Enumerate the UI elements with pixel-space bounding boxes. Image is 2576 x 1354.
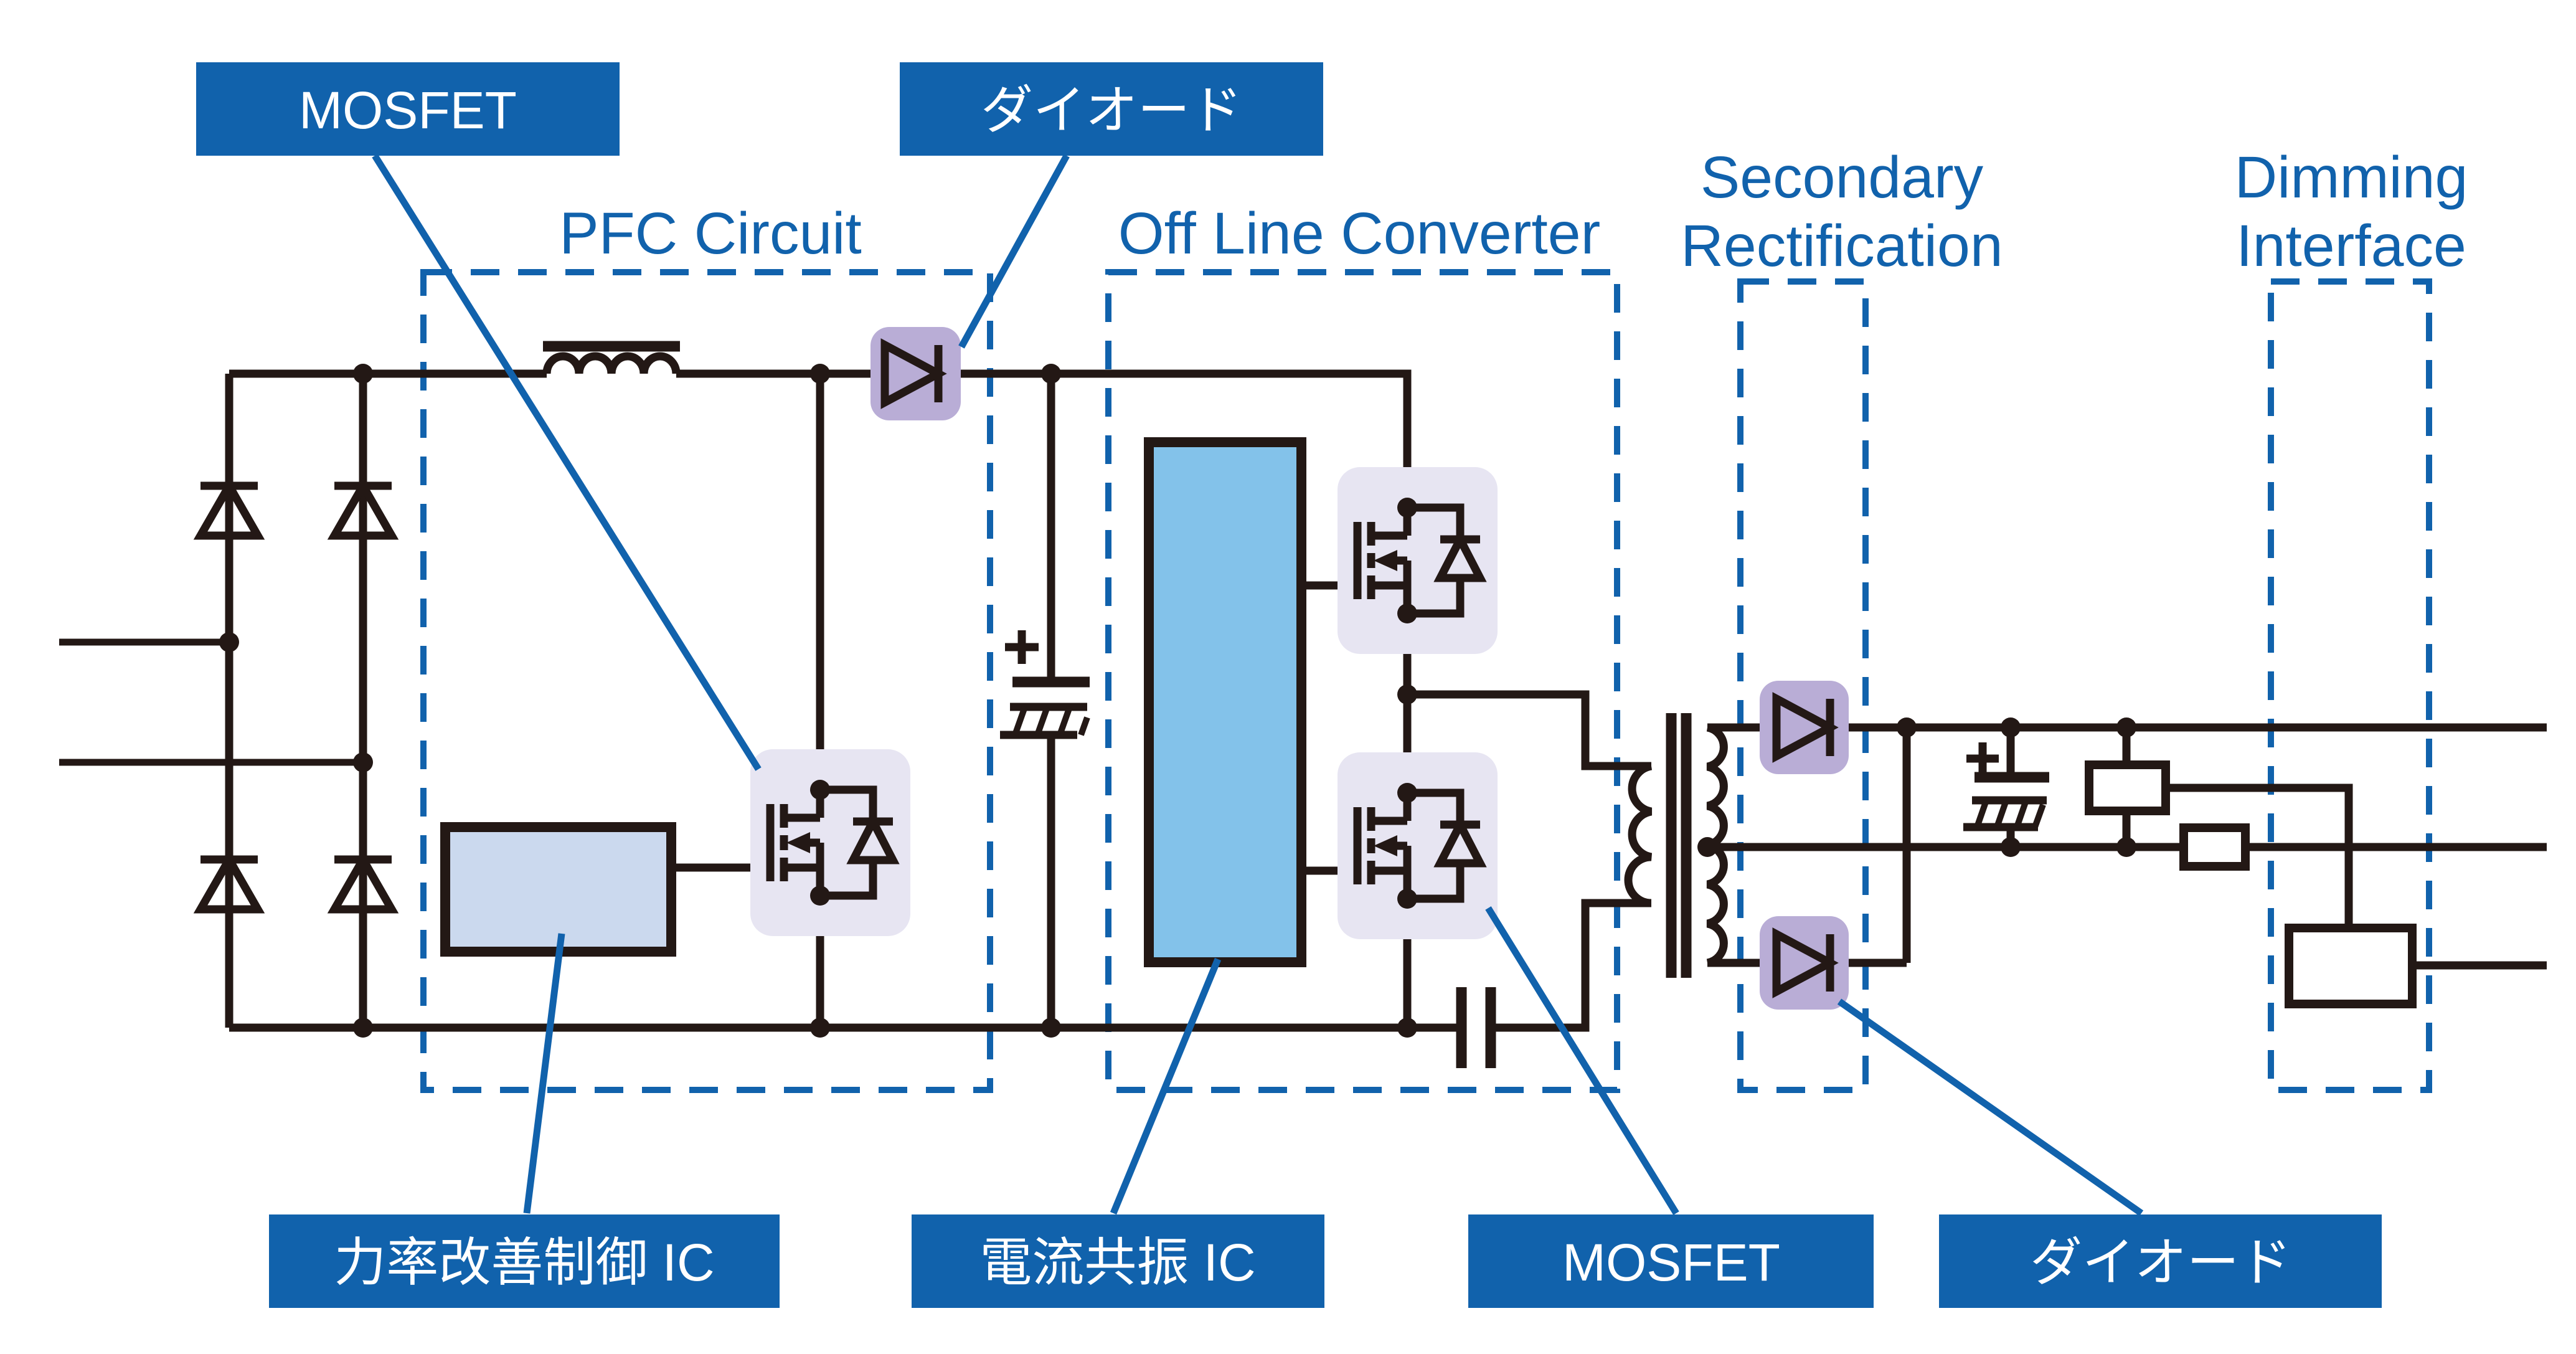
dimming-block: [2285, 924, 2417, 1008]
callout-resonance-ic: 電流共振 IC: [912, 1214, 1324, 1308]
offline-converter-section-box: [1105, 269, 1620, 1093]
plus-polarity-icon: [1966, 742, 1999, 775]
primary-winding-icon: [1624, 762, 1653, 907]
bridge-rectifier: [201, 374, 392, 1028]
mosfet-bottom-leader-line: [1485, 906, 1679, 1215]
callout-diode-bottom: ダイオード: [1939, 1214, 2382, 1308]
sense-resistor-icon: [2179, 823, 2250, 871]
offline-section-title: Off Line Converter: [1118, 201, 1600, 267]
resonant-capacitor-icon: [1456, 987, 1496, 1068]
dimming-section-title-line2: Interface: [2236, 213, 2466, 279]
secondary-rectification-section-box: [1737, 278, 1869, 1093]
callout-pfc-control-ic-label: 力率改善制御 IC: [334, 1233, 714, 1292]
callout-diode-bottom-label: ダイオード: [2030, 1233, 2291, 1292]
secondary-diode-bottom: [1760, 916, 1849, 1010]
callout-mosfet-bottom-label: MOSFET: [1562, 1233, 1780, 1292]
dimming-section-title-line1: Dimming: [2235, 144, 2468, 211]
pfc-control-ic-block: [440, 822, 676, 957]
bulk-capacitor-icon: [1000, 630, 1090, 739]
pfc-section-title: PFC Circuit: [559, 201, 862, 267]
boost-diode: [870, 327, 961, 420]
callout-mosfet-bottom: MOSFET: [1468, 1214, 1874, 1308]
resonance-ic-block: [1144, 437, 1306, 967]
secondary-diode-top: [1760, 681, 1849, 774]
secondary-section-title-line1: Secondary: [1701, 144, 1984, 211]
pfc-mosfet-icon: [750, 749, 910, 936]
plus-polarity-icon: [1005, 630, 1039, 664]
junction-dots: [219, 364, 2136, 1038]
callout-resonance-ic-label: 電流共振 IC: [979, 1233, 1255, 1292]
mosfet-top-leader-line: [372, 154, 762, 771]
callout-diode-top: ダイオード: [900, 62, 1323, 156]
output-capacitor-icon: [1963, 742, 2049, 831]
callout-mosfet-top-label: MOSFET: [299, 81, 517, 140]
secondary-section-title-line2: Rectification: [1681, 213, 2003, 279]
high-side-mosfet-icon: [1338, 467, 1498, 654]
pfc-ic-leader-line: [523, 933, 565, 1214]
low-side-mosfet-icon: [1338, 752, 1498, 939]
transformer-core-icon: [1666, 713, 1692, 978]
transformer-icon: [1624, 713, 1728, 978]
resonance-ic-leader-line: [1110, 957, 1222, 1215]
diode-top-leader-line: [958, 154, 1070, 349]
callout-pfc-control-ic: 力率改善制御 IC: [269, 1214, 780, 1308]
dimming-interface-section-box: [2268, 278, 2432, 1093]
callout-diode-top-label: ダイオード: [981, 81, 1242, 140]
feedback-block: [2085, 760, 2170, 815]
diode-bottom-leader-line: [1837, 998, 2144, 1216]
ac-input-lines: [59, 638, 363, 766]
leader-lines: [372, 154, 2144, 1216]
pfc-section-box: [420, 269, 993, 1093]
pfc-inductor-icon: [542, 341, 681, 374]
callout-mosfet-top: MOSFET: [196, 62, 620, 156]
